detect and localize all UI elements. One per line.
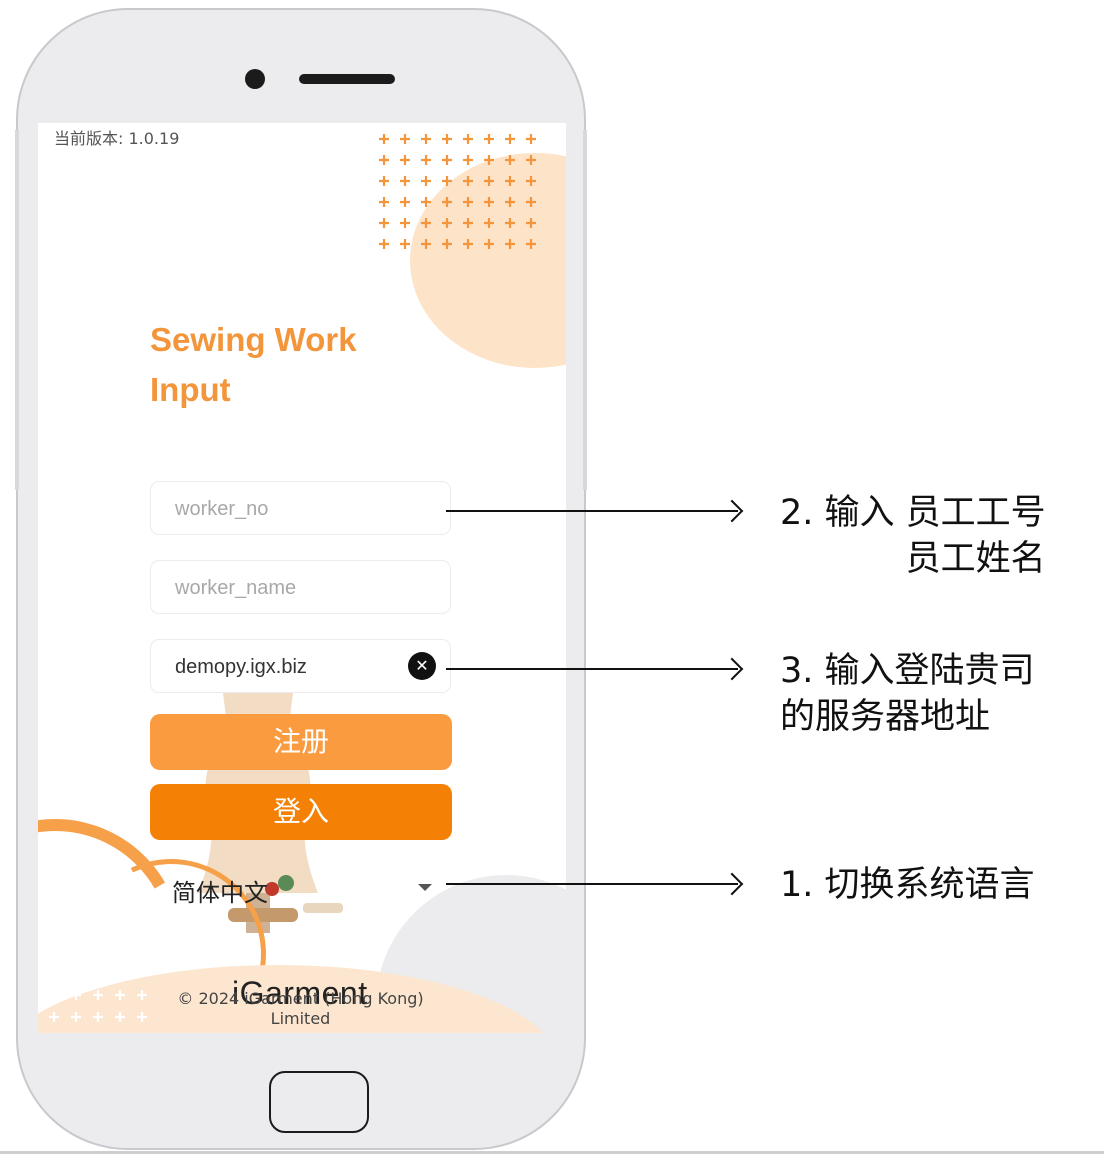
plus-mark [505, 197, 515, 207]
login-button[interactable]: 登入 [150, 784, 452, 840]
plus-mark [400, 176, 410, 186]
plus-mark [137, 990, 147, 1000]
chevron-down-icon[interactable] [418, 884, 432, 891]
plus-mark [505, 134, 515, 144]
plus-mark [93, 1012, 103, 1022]
plus-mark [71, 1012, 81, 1022]
plus-mark [442, 155, 452, 165]
plus-mark [379, 134, 389, 144]
plus-mark [115, 1012, 125, 1022]
register-button[interactable]: 注册 [150, 714, 452, 770]
plus-mark [463, 218, 473, 228]
plus-mark [526, 239, 536, 249]
plus-mark [484, 176, 494, 186]
version-label: 当前版本: 1.0.19 [54, 129, 180, 148]
annotation-note-3-line2: 的服务器地址 [780, 697, 991, 737]
plus-mark [49, 1012, 59, 1022]
plus-mark [400, 218, 410, 228]
plus-mark [526, 134, 536, 144]
plus-mark [463, 197, 473, 207]
plus-mark [421, 218, 431, 228]
plus-mark [505, 239, 515, 249]
worker-no-field[interactable] [150, 481, 451, 536]
plus-mark [421, 239, 431, 249]
plus-mark [421, 197, 431, 207]
plus-mark [463, 176, 473, 186]
plus-mark [526, 197, 536, 207]
server-input[interactable] [173, 640, 417, 694]
app-title-line1: Sewing Work [150, 321, 357, 358]
copyright-line1: © 2024 iGarment (Hong Kong) [177, 989, 424, 1008]
plus-mark [442, 218, 452, 228]
language-select-value: 简体中文 [172, 879, 268, 907]
plus-mark [463, 155, 473, 165]
plus-mark [442, 197, 452, 207]
app-title-line2: Input [150, 371, 231, 408]
plus-mark [526, 155, 536, 165]
plus-mark [442, 176, 452, 186]
server-field[interactable]: ✕ [150, 639, 451, 694]
plus-mark [442, 239, 452, 249]
copyright-line2: Limited [270, 1009, 331, 1028]
app-title: Sewing Work Input [150, 315, 450, 415]
camera-icon [245, 69, 265, 89]
plus-mark [421, 134, 431, 144]
plus-mark [400, 134, 410, 144]
plus-mark [400, 155, 410, 165]
plus-mark [137, 1012, 147, 1022]
close-circle-icon[interactable]: ✕ [408, 652, 436, 680]
plus-pattern-icon [379, 134, 536, 249]
phone-side-edge-left [15, 130, 19, 490]
plus-mark [484, 218, 494, 228]
annotation-arrow-1 [446, 883, 738, 885]
plus-mark [442, 134, 452, 144]
plus-mark [463, 134, 473, 144]
phone-side-edge-right [583, 130, 587, 490]
plus-mark [484, 155, 494, 165]
app-screen: 当前版本: 1.0.19 Sewing Work Input ✕ 注册 登入 简… [38, 123, 566, 1033]
worker-name-field[interactable] [150, 560, 451, 615]
plus-mark [379, 155, 389, 165]
plus-mark [421, 155, 431, 165]
plus-pattern-small-icon [49, 990, 147, 1022]
speaker-grille [299, 74, 395, 84]
plus-mark [484, 197, 494, 207]
worker-no-input[interactable] [173, 482, 417, 536]
plus-mark [484, 239, 494, 249]
plus-mark [421, 176, 431, 186]
annotation-note-2: 2. 输入 员工工号 员工姓名 [780, 490, 1046, 582]
plus-mark [49, 990, 59, 1000]
annotation-note-1: 1. 切换系统语言 [780, 865, 1035, 905]
language-select[interactable]: 简体中文 [150, 869, 450, 909]
plus-mark [379, 239, 389, 249]
plus-mark [93, 990, 103, 1000]
annotation-note-2-line2: 员工姓名 [905, 539, 1046, 579]
plus-mark [400, 239, 410, 249]
plus-mark [484, 134, 494, 144]
plus-mark [379, 176, 389, 186]
home-button[interactable] [269, 1071, 369, 1133]
plus-mark [379, 218, 389, 228]
plus-mark [400, 197, 410, 207]
copyright-text: © 2024 iGarment (Hong Kong) Limited [168, 989, 433, 1029]
annotation-note-2-line1: 2. 输入 员工工号 [780, 493, 1046, 533]
plus-mark [115, 990, 125, 1000]
annotation-note-3-line1: 3. 输入登陆贵司 [780, 651, 1035, 691]
plus-mark [526, 218, 536, 228]
annotation-arrow-3 [446, 668, 738, 670]
plus-mark [463, 239, 473, 249]
bottom-divider [0, 1151, 1104, 1154]
plus-mark [526, 176, 536, 186]
worker-name-input[interactable] [173, 561, 417, 615]
plus-mark [379, 197, 389, 207]
plus-mark [505, 218, 515, 228]
brand-logo: iGarment [232, 975, 368, 1011]
plus-mark [505, 176, 515, 186]
annotation-arrow-2 [446, 510, 738, 512]
plus-mark [71, 990, 81, 1000]
annotation-note-3: 3. 输入登陆贵司 的服务器地址 [780, 648, 1035, 740]
plus-mark [505, 155, 515, 165]
